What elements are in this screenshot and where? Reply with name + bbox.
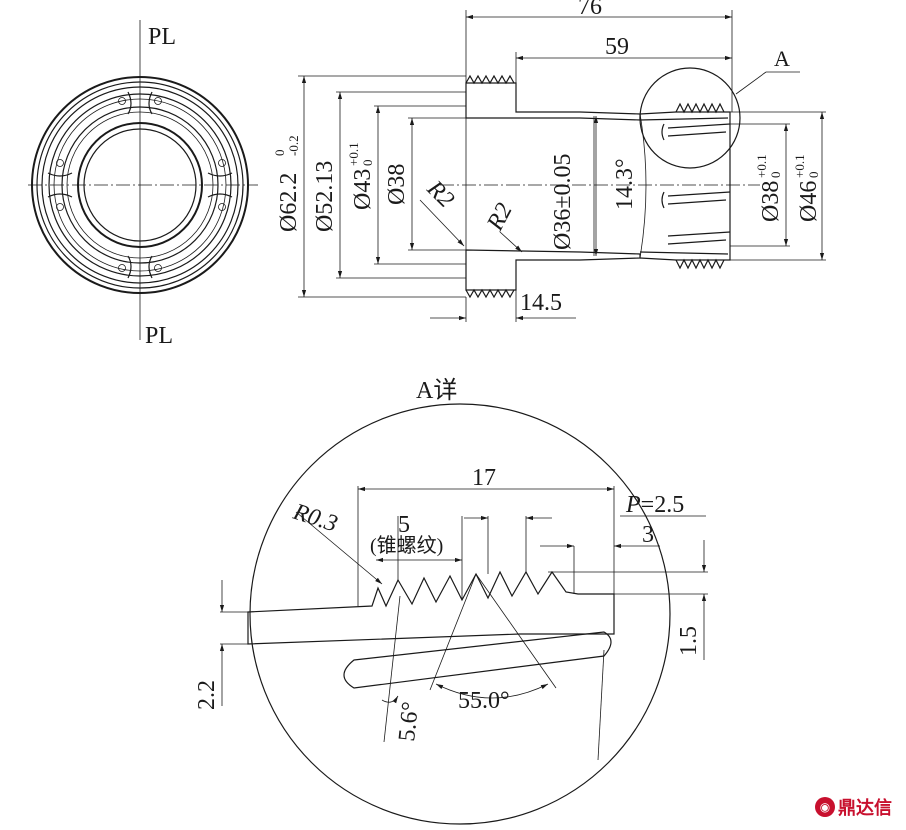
upper-wall-section [465,82,641,121]
svg-text:+0.1: +0.1 [754,154,769,178]
dim-dia-62: Ø62.2 0 -0.2 [272,135,302,232]
dim-14-5: 14.5 [520,290,562,316]
watermark-text: 鼎达信 [838,798,892,819]
angle-5-6: 5.6° [394,701,424,743]
inner-bore [77,122,203,248]
outer-ring [31,76,249,294]
dim-dia-38-left: Ø38 [384,164,410,205]
snap-tabs [47,91,233,279]
lower-wall-section [465,249,641,291]
thread-wall-section [247,570,615,645]
dim-76: 76 [578,0,602,20]
thread-angle: 55.0° [458,688,510,714]
dim-59: 59 [605,34,629,60]
snap-finger [343,631,612,689]
detail-title: A详 [416,377,457,404]
svg-text:0: 0 [272,150,287,157]
radius-r2-b: R2 [482,199,518,236]
svg-text:+0.1: +0.1 [346,142,361,166]
dim-dia-38-right: Ø38 +0.1 0 [754,154,784,222]
dim-2-2: 2.2 [194,680,220,710]
locating-holes [56,97,226,272]
detail-boundary-circle [249,403,671,825]
thread-teeth-upper [675,102,725,114]
parting-line-label-top: PL [148,24,176,50]
thread-note: (锥螺纹) [370,534,443,557]
dim-5: 5 [398,512,410,538]
detail-circle-a [639,67,741,169]
dim-dia-52: Ø52.13 [312,161,338,232]
svg-text:+0.1: +0.1 [792,154,807,178]
taper-angle: 14.3° [612,158,638,210]
pitch-dimension: P=2.5 [625,492,684,518]
detail-marker-a: A [774,46,790,71]
section-view: 76 59 A 14.5 Ø62.2 0 -0.2 Ø52.13 Ø43 +0.… [272,0,826,322]
svg-text:-0.2: -0.2 [286,135,301,156]
svg-text:Ø38: Ø38 [758,181,784,222]
parting-line-label-bottom: PL [145,323,173,349]
svg-text:Ø43: Ø43 [350,169,376,210]
svg-text:Ø62.2: Ø62.2 [276,173,302,232]
detail-view-a: A详 [194,377,708,825]
logo-icon: ◉ [815,797,835,817]
thread-teeth-lower [675,258,725,270]
dim-3: 3 [642,522,654,548]
dim-dia-43: Ø43 +0.1 0 [346,142,376,210]
watermark-logo: ◉ 鼎达信 [815,794,892,820]
front-view: PL PL [28,20,258,349]
svg-text:0: 0 [806,172,821,179]
dim-1-5: 1.5 [676,626,702,656]
dim-dia-46: Ø46 +0.1 0 [792,154,822,222]
dim-dia-36: Ø36±0.05 [550,153,576,250]
svg-text:0: 0 [768,172,783,179]
radius-r0-3: R0.3 [289,499,340,538]
svg-text:0: 0 [360,160,375,167]
svg-text:Ø46: Ø46 [796,181,822,222]
dim-17: 17 [472,465,496,491]
